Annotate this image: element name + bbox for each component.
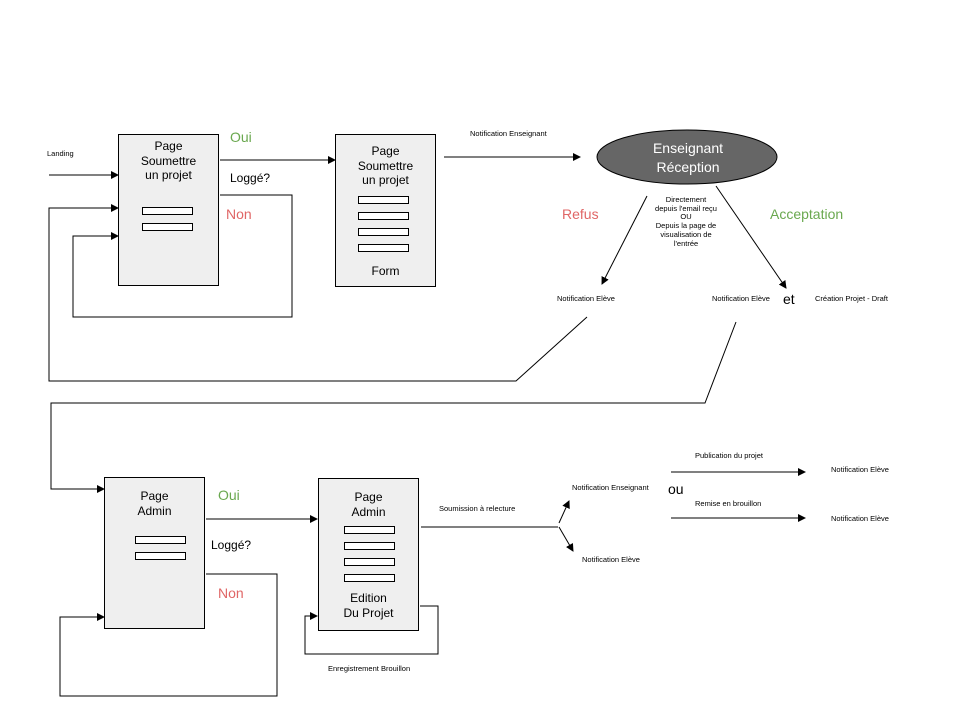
et-label: et (783, 291, 795, 307)
admin-box-line1: Page (140, 489, 169, 503)
publication-label: Publication du projet (695, 451, 763, 460)
reception-note-line2: depuis l'email reçu (655, 203, 717, 213)
admin-edit-page-box: Page Admin Edition Du Projet (318, 478, 419, 631)
refus-arrow (601, 195, 648, 285)
creation-draft-label: Création Projet - Draft (815, 294, 888, 303)
edit-box-footer2: Du Projet (343, 605, 394, 620)
notif-student-pub-label: Notification Elève (831, 465, 889, 474)
notif-student-bottom-label: Notification Elève (582, 555, 640, 564)
admin-page-box: Page Admin (104, 477, 205, 629)
top-non-loop (72, 194, 293, 318)
fork-to-student-arrow (558, 526, 574, 552)
submit-project-page-box: Page Soumettre un projet (118, 134, 219, 286)
form-field (344, 526, 395, 534)
form-box-footer: Form (371, 264, 400, 278)
top-logged-label: Loggé? (230, 171, 271, 185)
form-field (142, 207, 193, 215)
form-box-line2: Soumettre (357, 158, 414, 173)
draft-save-loop (304, 605, 439, 655)
reception-note-line4: Depuis la page de (655, 221, 717, 231)
form-field (142, 223, 193, 231)
form-field (344, 542, 395, 550)
form-field (344, 558, 395, 566)
ou-label: ou (668, 481, 684, 497)
bottom-logged-label: Loggé? (211, 538, 252, 552)
reception-label: Enseignant Réception (597, 139, 779, 177)
reception-note-line6: l'entrée (673, 238, 699, 248)
bottom-non-loop (59, 573, 278, 697)
enregistrement-label: Enregistrement Brouillon (328, 664, 411, 673)
acceptation-to-admin-line (50, 321, 737, 493)
remise-label: Remise en brouillon (695, 499, 762, 508)
form-field (358, 228, 409, 236)
landing-label: Landing (47, 149, 74, 158)
bottom-oui-label: Oui (218, 487, 240, 503)
form-field (344, 574, 395, 582)
bottom-non-label: Non (218, 585, 244, 601)
form-field (358, 196, 409, 204)
soumission-label: Soumission à relecture (439, 504, 516, 513)
top-oui-label: Oui (230, 129, 252, 145)
notif-student-refus-label: Notification Elève (557, 294, 615, 303)
form-field (358, 244, 409, 252)
fork-to-teacher-arrow (558, 500, 570, 524)
admin-box-line2: Admin (137, 503, 172, 518)
acceptation-arrow (715, 185, 787, 289)
edit-box-line1: Page (354, 490, 383, 504)
acceptation-label: Acceptation (770, 206, 844, 222)
form-box-line1: Page (371, 144, 400, 158)
submit-form-page-box: Page Soumettre un projet Form (335, 134, 436, 287)
notif-student-remise-label: Notification Elève (831, 514, 889, 523)
reception-note-line3: OU (680, 212, 692, 222)
form-field (135, 552, 186, 560)
edit-box-footer1: Edition (350, 591, 387, 605)
submit-box-line2: Soumettre (140, 153, 197, 168)
reception-note-line1: Directement (665, 195, 707, 204)
submit-box-line1: Page (154, 139, 183, 153)
notif-student-accept-label: Notification Elève (712, 294, 770, 303)
form-box-line3: un projet (362, 173, 409, 187)
submit-box-line3: un projet (145, 168, 192, 182)
edit-box-line2: Admin (351, 504, 386, 519)
form-field (358, 212, 409, 220)
reception-ellipse (596, 129, 778, 185)
notif-teacher-bottom-label: Notification Enseignant (572, 483, 649, 492)
reception-note-line5: visualisation de (660, 229, 712, 239)
top-non-label: Non (226, 206, 252, 222)
notif-teacher-top-label: Notification Enseignant (470, 129, 547, 138)
form-field (135, 536, 186, 544)
refus-return-line (48, 204, 588, 382)
refus-label: Refus (562, 206, 599, 222)
reception-line1: Enseignant (652, 140, 724, 156)
reception-note: Directement depuis l'email reçu OU Depui… (648, 195, 724, 248)
reception-line2: Réception (656, 159, 720, 175)
